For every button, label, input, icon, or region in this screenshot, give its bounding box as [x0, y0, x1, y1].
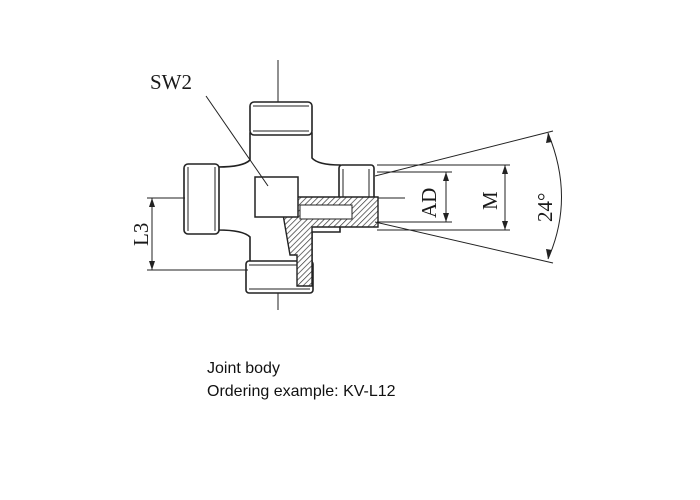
- l3-arrow-bottom: [149, 261, 155, 270]
- ad-arrow-bottom: [443, 213, 449, 222]
- l3-label: L3: [129, 223, 153, 246]
- sw2-label: SW2: [150, 70, 192, 94]
- cone-line-upper: [374, 130, 554, 177]
- angle-arc: [547, 132, 562, 260]
- left-nut: [183, 163, 220, 235]
- m-label: M: [478, 191, 502, 210]
- l3-arrow-top: [149, 198, 155, 207]
- bore-inner: [299, 204, 353, 220]
- top-nut: [249, 101, 313, 136]
- angle-arrow-top: [546, 133, 552, 143]
- ad-label: AD: [417, 188, 441, 218]
- m-arrow-bottom: [502, 221, 508, 230]
- cone-line-lower: [374, 221, 554, 264]
- sw2-leader: [205, 95, 269, 187]
- angle-label: 24°: [533, 193, 557, 222]
- sw2-hex: [254, 176, 299, 218]
- caption-title: Joint body: [207, 360, 280, 377]
- angle-arrow-bottom: [546, 249, 552, 259]
- ad-arrow-top: [443, 172, 449, 181]
- caption-ordering-example: Ordering example: KV-L12: [207, 383, 396, 400]
- m-arrow-top: [502, 165, 508, 174]
